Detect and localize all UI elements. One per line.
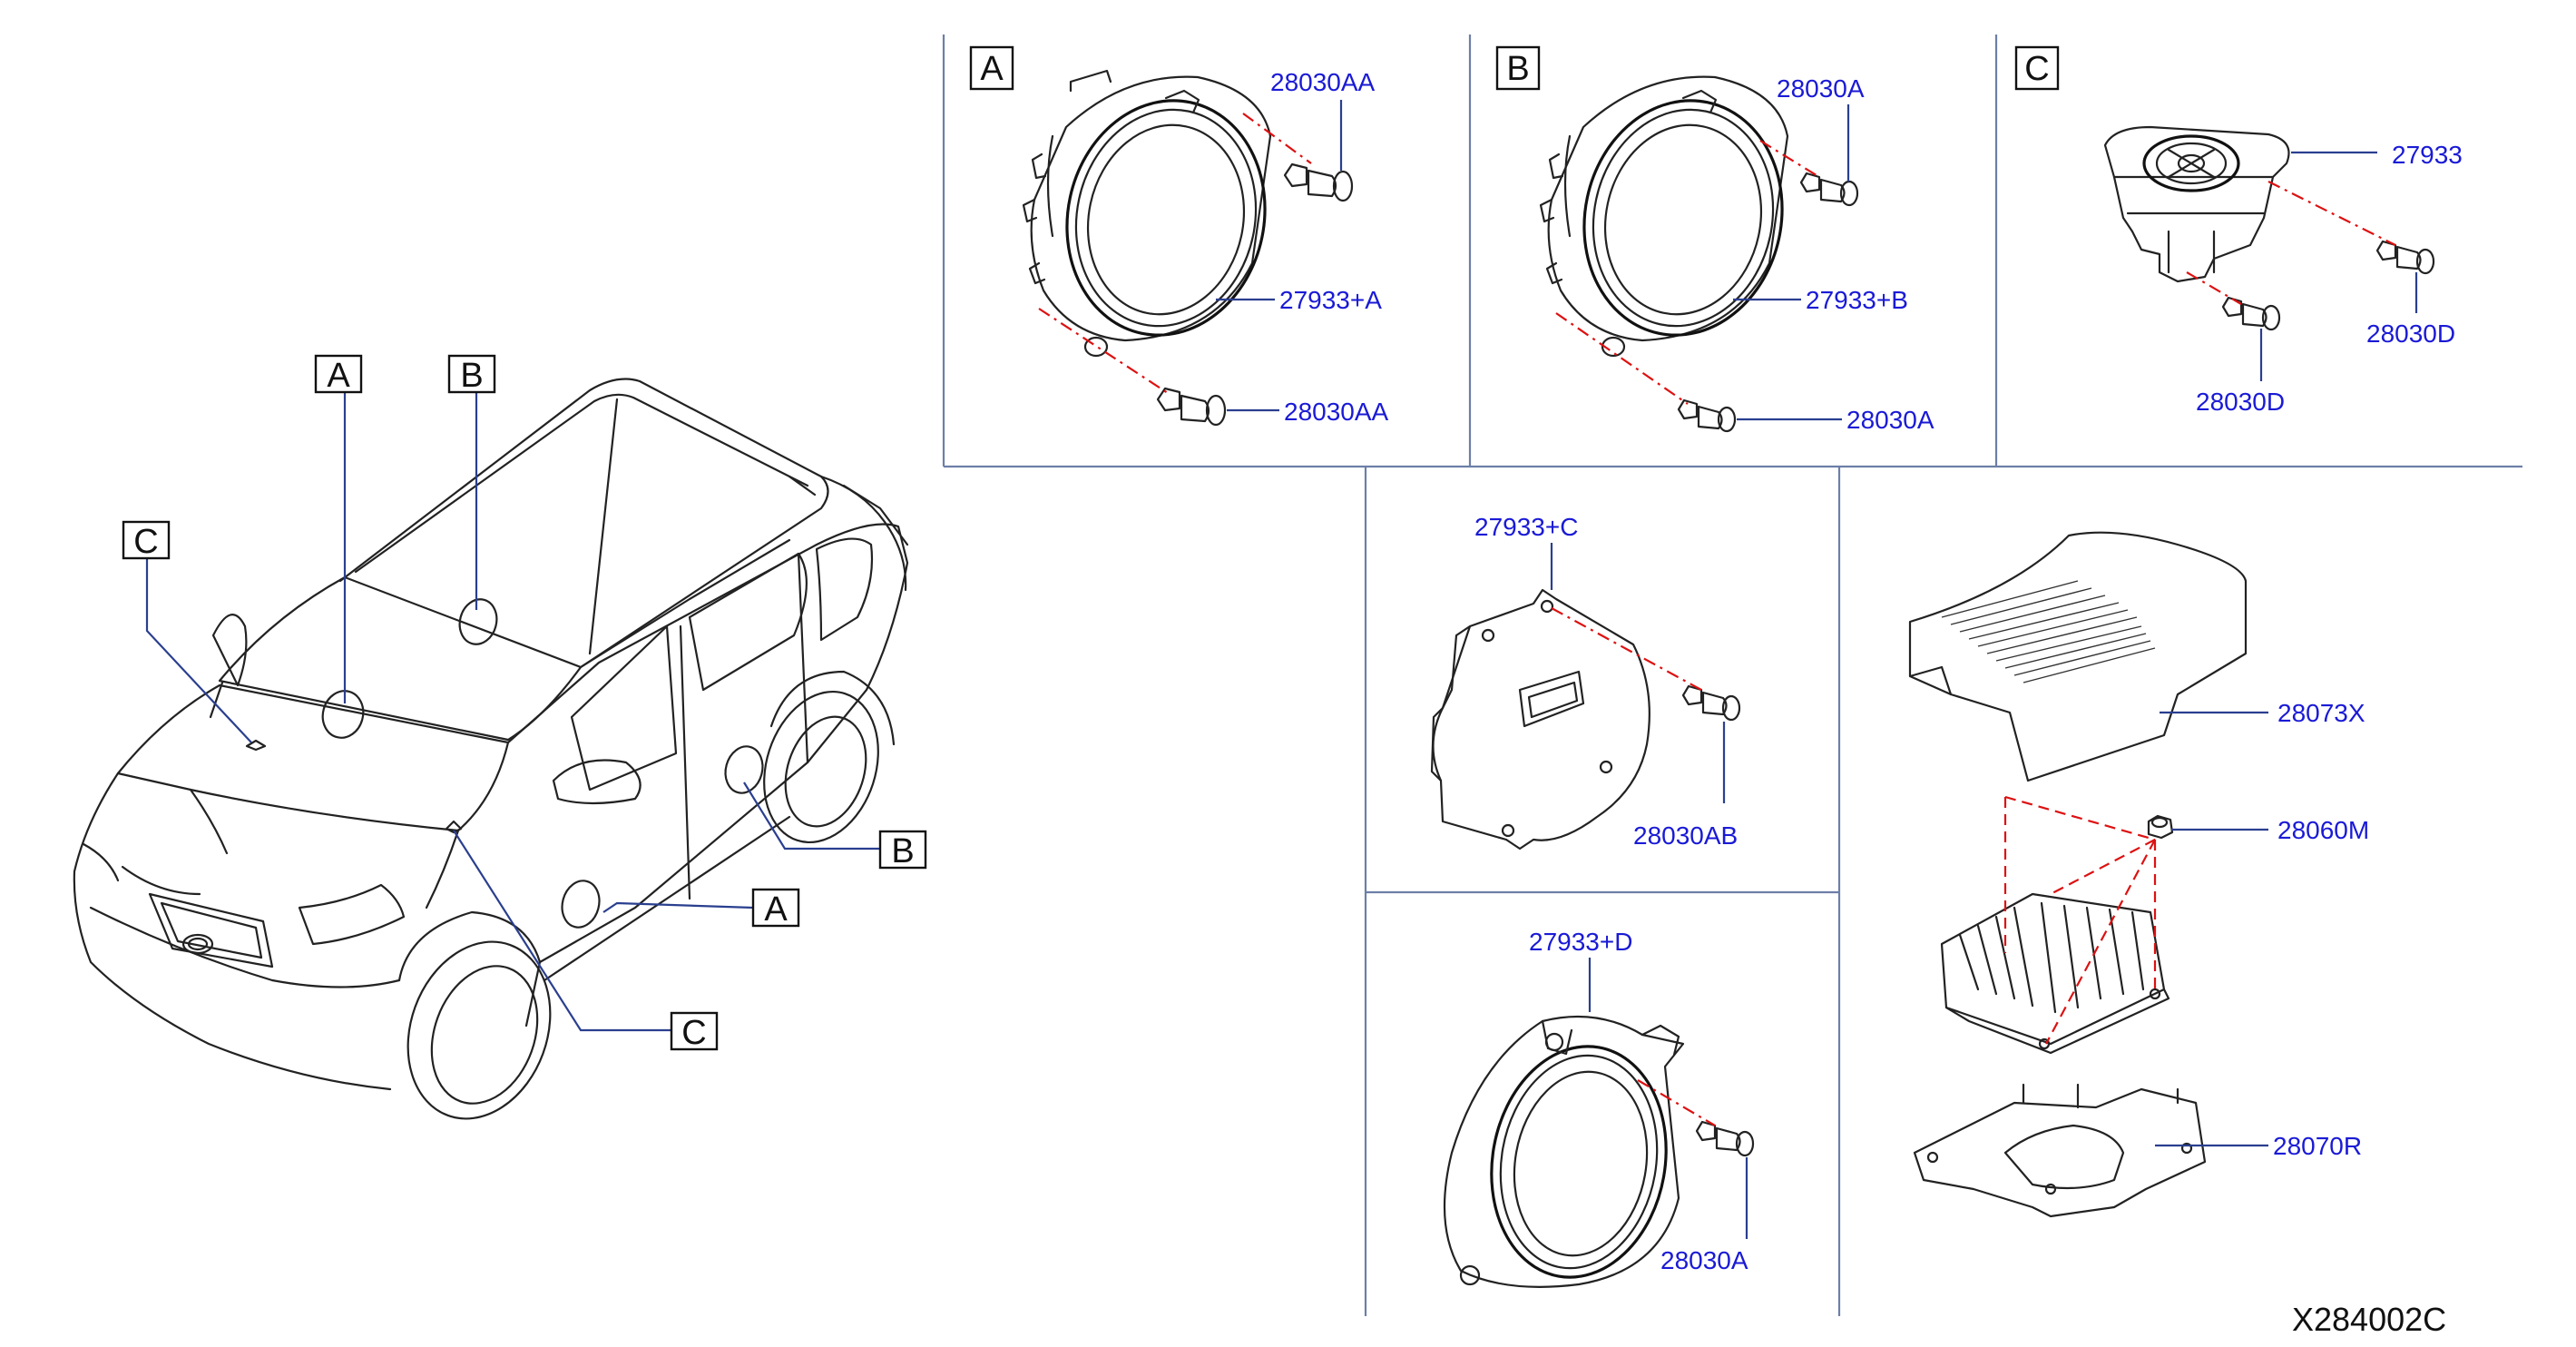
pn-panel-a-bolt-bottom: 28030AA: [1284, 398, 1389, 426]
vehicle-leader-lines: [145, 390, 880, 1032]
panel-f: 28073X 28060M 28070R: [1908, 531, 2369, 1218]
amp-nut: [2147, 814, 2174, 840]
panel-b-bolt-bottom: [1677, 398, 1737, 433]
pn-panel-b-bolt-top: 28030A: [1777, 74, 1865, 103]
panel-d-unit: [1430, 588, 1650, 850]
car-label-c-upper: C: [122, 520, 171, 561]
panel-e-speaker: [1443, 1015, 1685, 1288]
panel-c-bolt-right: [2375, 240, 2435, 275]
pn-panel-a-speaker: 27933+A: [1279, 286, 1382, 314]
panel-c: C 27933 28030D 28030D: [2014, 45, 2463, 416]
pn-amp-nut: 28060M: [2277, 816, 2369, 844]
panel-a-label: A: [980, 50, 1004, 88]
car-label-a-upper-text: A: [327, 357, 350, 395]
pn-panel-d-unit: 27933+C: [1474, 513, 1578, 541]
panel-b-label: B: [1506, 50, 1529, 88]
car-label-a-right: A: [751, 888, 800, 929]
vehicle-overview: [73, 378, 909, 1120]
panel-d: 27933+C 28030AB: [1430, 513, 1741, 850]
pn-panel-e-speaker: 27933+D: [1529, 928, 1632, 956]
pn-panel-b-speaker: 27933+B: [1806, 286, 1908, 314]
panel-a-bolt-bottom: [1156, 387, 1227, 427]
car-label-b-upper-text: B: [460, 357, 483, 395]
car-label-c-lower-text: C: [681, 1014, 706, 1052]
car-label-b-right-text: B: [891, 832, 914, 870]
amp-heatsink-fins: [1958, 901, 2145, 1014]
panel-a: A 28030AA 27933+A: [969, 45, 1389, 427]
panel-c-bolt-left: [2221, 296, 2281, 331]
pn-panel-d-bolt: 28030AB: [1633, 821, 1738, 850]
amp-unit: [1940, 892, 2170, 1055]
panel-c-label: C: [2024, 50, 2049, 88]
panel-b-speaker: [1539, 75, 1789, 358]
pn-panel-c-tweeter: 27933: [2392, 141, 2463, 169]
diagram-code: X284002C: [2292, 1301, 2446, 1338]
car-label-c-lower: C: [670, 1011, 719, 1052]
panel-a-label-box: [969, 45, 1014, 91]
amp-mount-guides: [2003, 795, 2157, 1045]
amp-bracket: [1913, 1083, 2207, 1218]
car-label-a-right-text: A: [764, 890, 788, 929]
panel-c-tweeter: [2103, 125, 2290, 283]
panel-b-label-box: [1495, 45, 1541, 91]
panel-a-bolt-top: [1283, 162, 1354, 202]
amp-cover: [1908, 531, 2248, 782]
panel-d-bolt: [1681, 684, 1741, 722]
panel-e: 27933+D 28030A: [1443, 928, 1755, 1288]
car-label-b-right: B: [878, 830, 927, 870]
car-label-b-upper: B: [447, 354, 496, 395]
panel-a-speaker: [1022, 69, 1272, 358]
panel-c-label-box: [2014, 45, 2060, 91]
panel-grid: [942, 34, 2522, 1316]
pn-panel-b-bolt-bottom: 28030A: [1846, 406, 1934, 434]
amp-cover-vents: [1941, 580, 2156, 683]
panel-b: B 28030A 27933+B 2803: [1495, 45, 1934, 434]
pn-panel-c-bolt-right: 28030D: [2366, 320, 2455, 348]
car-label-c-upper-text: C: [133, 523, 158, 561]
pn-amp-bracket: 28070R: [2273, 1132, 2362, 1160]
pn-panel-c-bolt-left: 28030D: [2196, 388, 2285, 416]
car-label-a-upper: A: [314, 354, 363, 395]
pn-panel-e-bolt: 28030A: [1660, 1246, 1748, 1274]
pn-amp-cover: 28073X: [2277, 699, 2365, 727]
pn-panel-a-bolt-top: 28030AA: [1270, 68, 1376, 96]
panel-e-bolt: [1695, 1120, 1755, 1157]
